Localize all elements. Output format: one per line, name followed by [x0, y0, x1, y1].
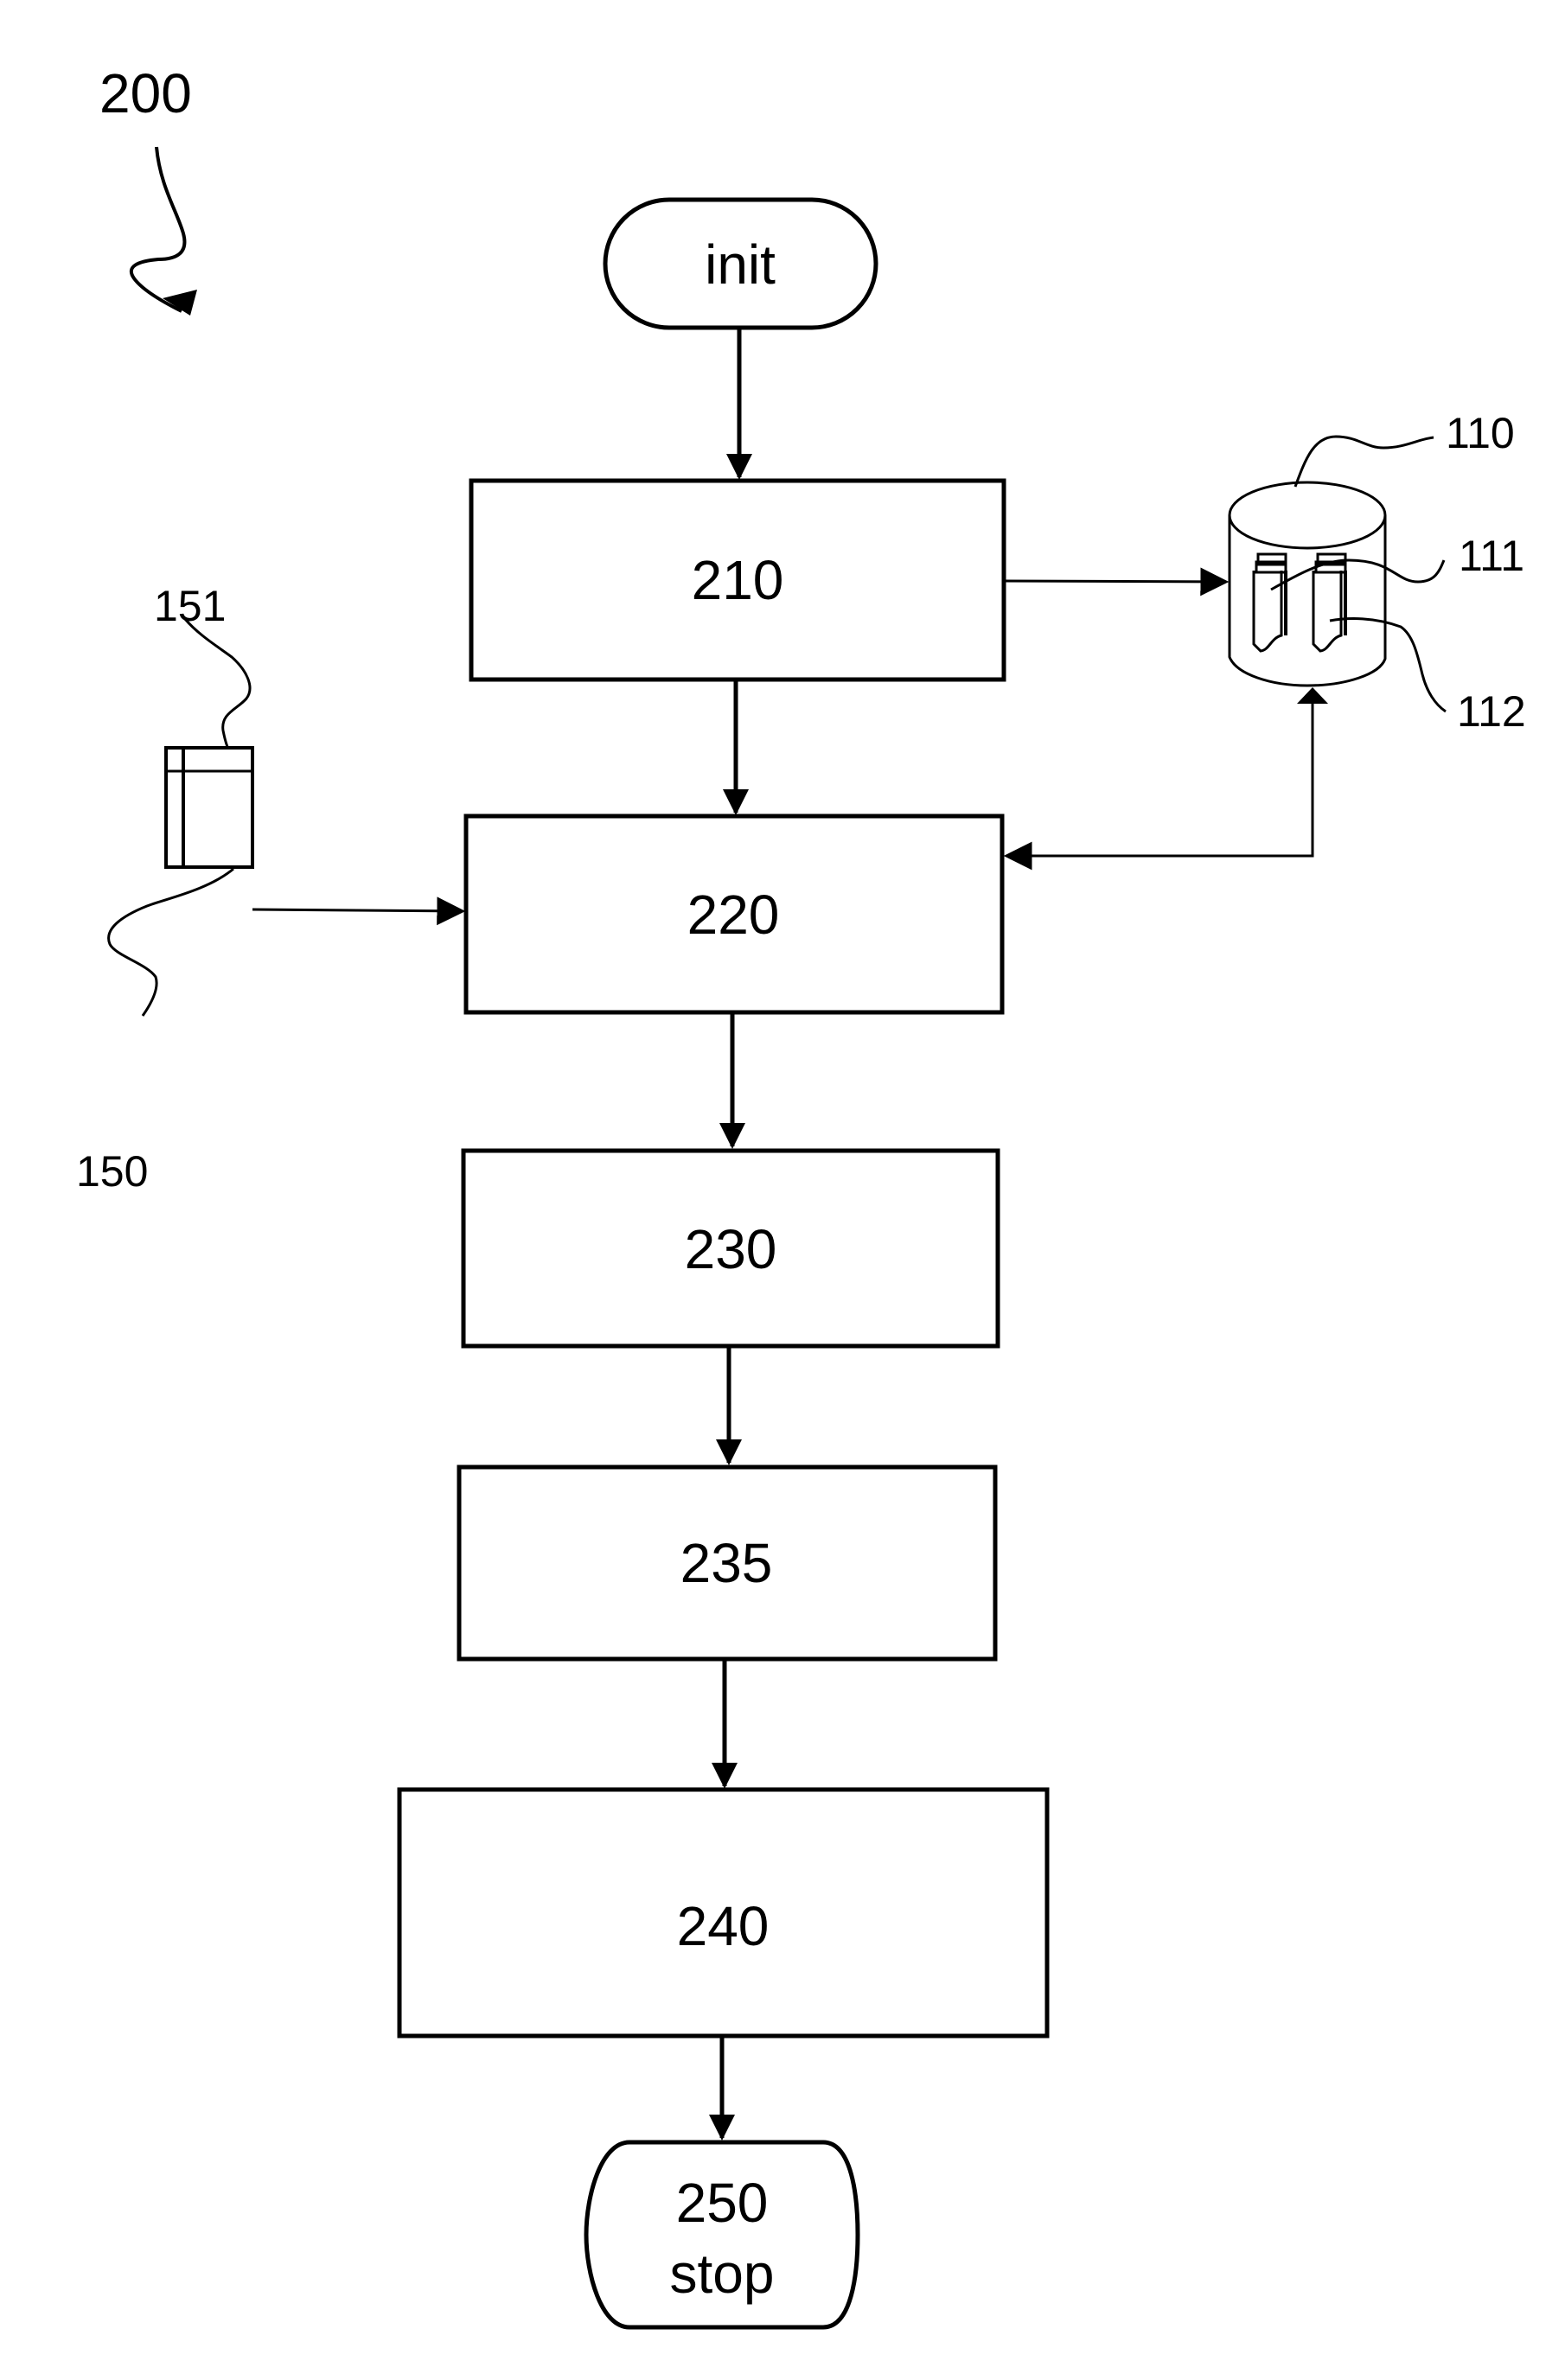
- edge-card-220: [252, 896, 466, 926]
- leader-151: [183, 618, 252, 750]
- node-stop[interactable]: 250 stop: [584, 2140, 860, 2330]
- edge-container-220: [1003, 692, 1314, 871]
- process-box: [469, 478, 1006, 682]
- figure-arrowhead-icon: [163, 290, 197, 316]
- ref-110: 110: [1446, 409, 1515, 457]
- node-220[interactable]: 220: [463, 814, 1005, 1015]
- tube-icon: [1252, 552, 1287, 653]
- figure-leader-line: [129, 146, 187, 313]
- ref-151: 151: [154, 582, 226, 630]
- card-component[interactable]: 151 150: [76, 582, 254, 1196]
- process-box: [397, 1787, 1050, 2039]
- leader-112: [1329, 617, 1447, 713]
- ref-150: 150: [76, 1147, 148, 1196]
- leader-150: [107, 867, 234, 1017]
- container-top: [1228, 481, 1387, 550]
- container-input-arrowhead-icon: [1297, 687, 1328, 704]
- node-stop-number: 250: [676, 2172, 769, 2234]
- ref-111: 111: [1459, 532, 1524, 580]
- process-box: [457, 1464, 998, 1662]
- node-235[interactable]: 235: [457, 1464, 998, 1662]
- terminal-shape: [584, 2140, 860, 2330]
- node-230-label: 230: [685, 1218, 777, 1280]
- node-220-label: 220: [687, 884, 780, 946]
- process-box: [463, 814, 1005, 1015]
- node-230[interactable]: 230: [461, 1148, 1000, 1349]
- leader-111: [1270, 558, 1446, 591]
- leader-110: [1294, 435, 1434, 488]
- node-240[interactable]: 240: [397, 1787, 1050, 2039]
- container-body: [1228, 515, 1387, 687]
- ref-112: 112: [1457, 687, 1526, 736]
- node-init[interactable]: init: [603, 197, 878, 330]
- tube-icon: [1312, 552, 1347, 653]
- node-stop-label: stop: [670, 2243, 775, 2305]
- figure-number: 200: [99, 62, 192, 124]
- node-210[interactable]: 210: [469, 478, 1006, 682]
- card-body: [164, 746, 254, 869]
- terminal-shape: [603, 197, 878, 330]
- node-240-label: 240: [677, 1895, 770, 1957]
- sample-container[interactable]: 110 111 112: [1228, 409, 1526, 736]
- node-210-label: 210: [692, 549, 784, 611]
- node-init-label: init: [705, 233, 776, 296]
- edge-210-container: [1003, 567, 1230, 597]
- figure-reference: 200: [99, 62, 197, 316]
- node-235-label: 235: [680, 1532, 773, 1594]
